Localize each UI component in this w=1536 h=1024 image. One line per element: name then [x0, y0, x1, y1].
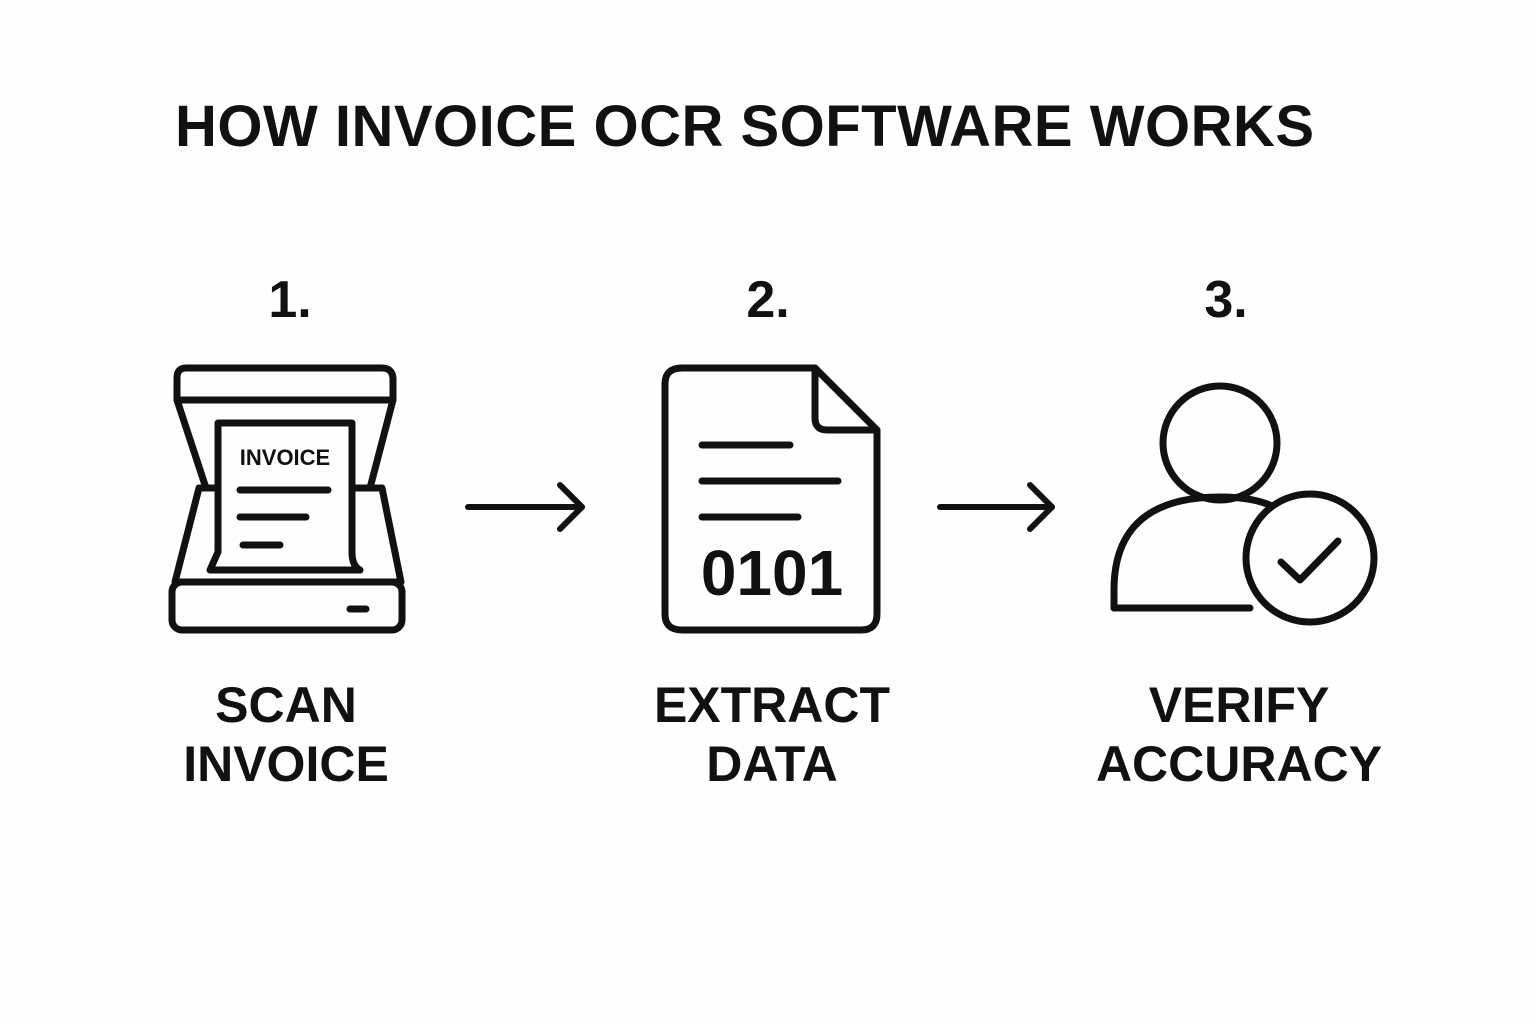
arrow-right-icon — [937, 482, 1055, 532]
step-2-label: EXTRACT DATA — [592, 676, 952, 794]
step-1-label-line1: SCAN — [215, 677, 357, 733]
step-3-label-line1: VERIFY — [1148, 677, 1330, 733]
step-1-label: SCAN INVOICE — [106, 676, 466, 794]
step-3-number: 3. — [1204, 271, 1248, 329]
step-1-label-line2: INVOICE — [183, 736, 389, 792]
user-head — [1159, 382, 1281, 504]
step-1-number: 1. — [268, 271, 312, 329]
diagram-title: HOW INVOICE OCR SOFTWARE WORKS — [175, 94, 1315, 159]
step-3-label: VERIFY ACCURACY — [1059, 676, 1419, 794]
step-2-number: 2. — [746, 271, 790, 329]
binary-text: 0101 — [701, 537, 843, 609]
step-2-label-line1: EXTRACT — [653, 677, 891, 733]
arrow-right-icon — [465, 482, 585, 532]
invoice-paper-label: INVOICE — [240, 445, 330, 470]
scanner-icon: INVOICE — [168, 364, 406, 634]
check-badge — [1242, 490, 1378, 626]
checkmark-icon — [1277, 537, 1342, 584]
invoice-paper — [206, 419, 364, 574]
document-binary-icon: 0101 — [661, 364, 881, 634]
user-check-icon — [1110, 382, 1378, 626]
user-body — [1110, 493, 1286, 612]
step-2-label-line2: DATA — [706, 736, 838, 792]
step-3-label-line2: ACCURACY — [1095, 736, 1383, 792]
